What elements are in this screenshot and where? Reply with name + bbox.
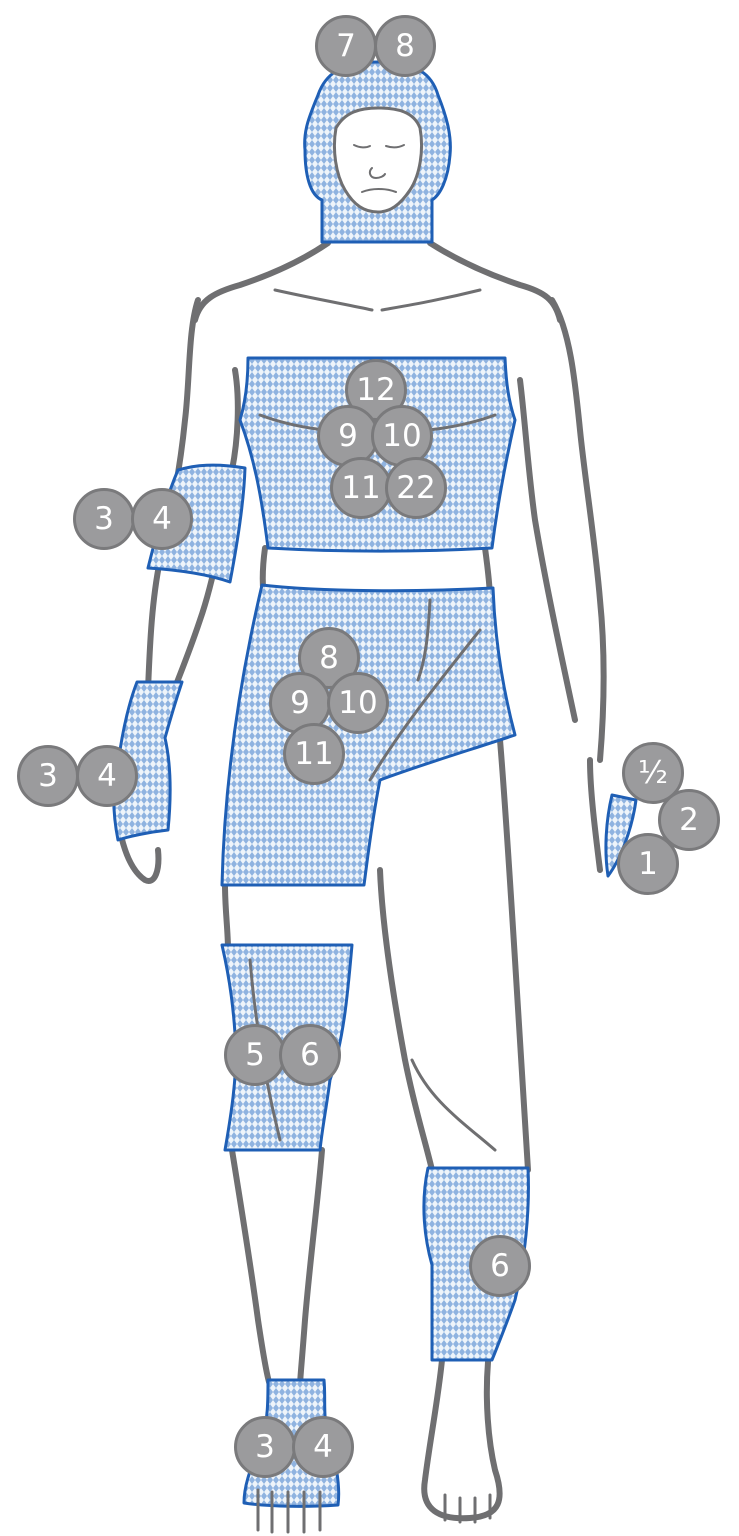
face-opening [332,106,424,214]
marker-label: 3 [38,758,58,794]
marker-label: 12 [356,372,396,408]
marker-label: 8 [395,28,415,64]
marker-knee-5[interactable]: 5 [224,1024,286,1086]
marker-label: 3 [255,1429,275,1465]
marker-finger-1[interactable]: 1 [617,833,679,895]
marker-label: 1 [638,846,658,882]
marker-label: 2 [679,802,699,838]
marker-upper-arm-4[interactable]: 4 [131,488,193,550]
marker-label: 10 [338,685,378,721]
marker-forearm-3[interactable]: 3 [17,745,79,807]
marker-label: 22 [396,470,436,506]
marker-label: 9 [338,418,358,454]
marker-label: 11 [294,736,334,772]
marker-label: 11 [341,470,381,506]
marker-upper-arm-3[interactable]: 3 [73,488,135,550]
marker-label: 3 [94,501,114,537]
marker-label: ½ [637,755,669,791]
marker-foot-4[interactable]: 4 [292,1416,354,1478]
marker-hip-11[interactable]: 11 [283,723,345,785]
marker-label: 4 [152,501,172,537]
region-finger [604,793,638,878]
marker-label: 8 [319,640,339,676]
marker-hip-10[interactable]: 10 [327,672,389,734]
marker-label: 4 [313,1429,333,1465]
marker-head-8[interactable]: 8 [374,15,436,77]
marker-label: 7 [336,28,356,64]
marker-label: 4 [97,758,117,794]
marker-label: 9 [290,685,310,721]
marker-knee-6[interactable]: 6 [279,1024,341,1086]
marker-finger-half[interactable]: ½ [622,742,684,804]
marker-chest-9[interactable]: 9 [317,405,379,467]
garment-regions [112,60,638,1508]
marker-forearm-4[interactable]: 4 [76,745,138,807]
marker-chest-11[interactable]: 11 [330,457,392,519]
face-features [353,144,405,193]
marker-label: 10 [382,418,422,454]
marker-lower-leg-6[interactable]: 6 [469,1235,531,1297]
marker-chest-10[interactable]: 10 [371,405,433,467]
marker-label: 6 [300,1037,320,1073]
marker-chest-22[interactable]: 22 [385,457,447,519]
region-hip-thigh [220,583,517,887]
region-forearm-wrist [112,680,184,842]
marker-head-7[interactable]: 7 [315,15,377,77]
body-outline [115,240,607,1522]
marker-label: 6 [490,1248,510,1284]
marker-foot-3[interactable]: 3 [234,1416,296,1478]
marker-label: 5 [245,1037,265,1073]
